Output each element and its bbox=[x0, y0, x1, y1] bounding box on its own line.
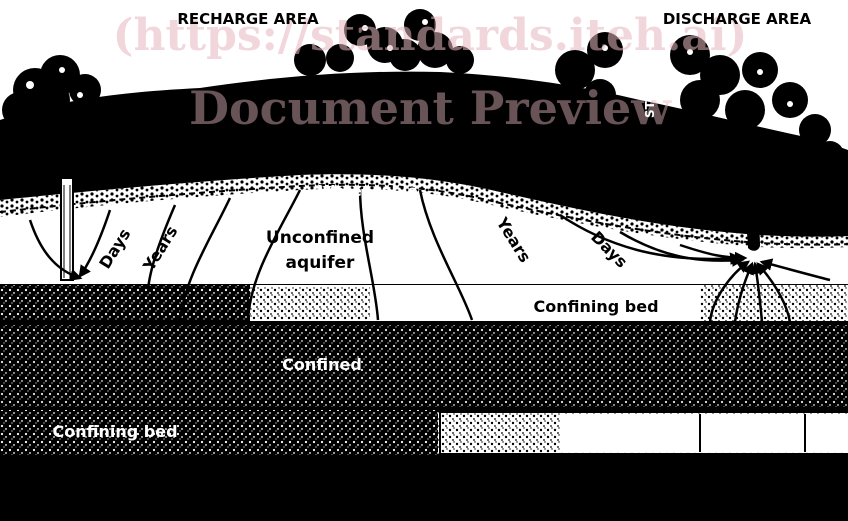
bedrock-layer bbox=[0, 455, 848, 521]
upper-confining-bed-dark bbox=[0, 285, 250, 321]
stream-label: STREAM bbox=[643, 63, 657, 119]
confined-label: Confined bbox=[282, 355, 362, 374]
upper-confining-bed-mid bbox=[250, 287, 370, 320]
confining-bed-lower-label: Confining bed bbox=[52, 422, 177, 441]
recharge-area-label: RECHARGE AREA bbox=[177, 10, 319, 28]
water-table-label: Water table bbox=[318, 182, 417, 200]
discharge-area-label: DISCHARGE AREA bbox=[663, 10, 812, 28]
unconfined-aquifer-label-line2: aquifer bbox=[286, 253, 355, 273]
confining-bed-upper-label: Confining bed bbox=[533, 297, 658, 316]
well bbox=[61, 178, 73, 280]
watermark-line2: Document Preview bbox=[189, 81, 672, 135]
unconfined-aquifer-label-line1: Unconfined bbox=[266, 228, 374, 248]
confined-aquifer-speckle bbox=[0, 325, 848, 407]
